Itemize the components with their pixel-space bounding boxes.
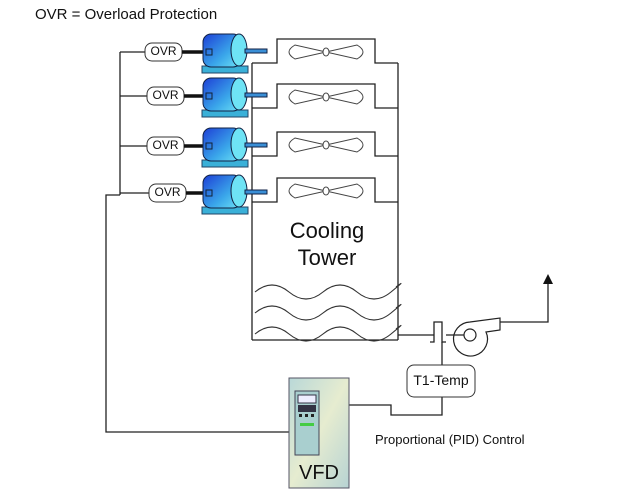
tower-label-line2: Tower	[297, 245, 357, 270]
control-line	[349, 396, 443, 416]
ovr-label: OVR	[152, 138, 179, 152]
motor-shaft	[244, 142, 268, 148]
t1-temp-box	[406, 364, 476, 398]
discharge-line	[500, 282, 549, 323]
tower-label-line1: Cooling	[289, 218, 365, 243]
blower-fan-icon	[446, 317, 501, 357]
vfd-label: VFD	[299, 462, 339, 484]
motor-shaft	[244, 48, 268, 54]
fan-housing	[252, 38, 398, 64]
fill-media-waves	[254, 282, 402, 342]
valve-icon	[430, 321, 446, 343]
fan-housing	[252, 131, 398, 157]
vfd-drive-icon	[288, 377, 350, 489]
motor-shaft	[244, 189, 268, 195]
ovr-label: OVR	[152, 88, 179, 102]
t1-temp-label: T1-Temp	[413, 372, 469, 388]
fan-housing	[252, 177, 398, 203]
arrow-up-icon	[543, 274, 553, 284]
ovr-label: OVR	[154, 185, 181, 199]
vfd-feed-line	[105, 194, 289, 433]
fan-housing	[252, 83, 398, 109]
ovr-label: OVR	[150, 44, 177, 58]
legend-text: OVR = Overload Protection	[35, 6, 218, 23]
pid-control-label: Proportional (PID) Control	[375, 432, 525, 447]
motor-shaft	[244, 92, 268, 98]
